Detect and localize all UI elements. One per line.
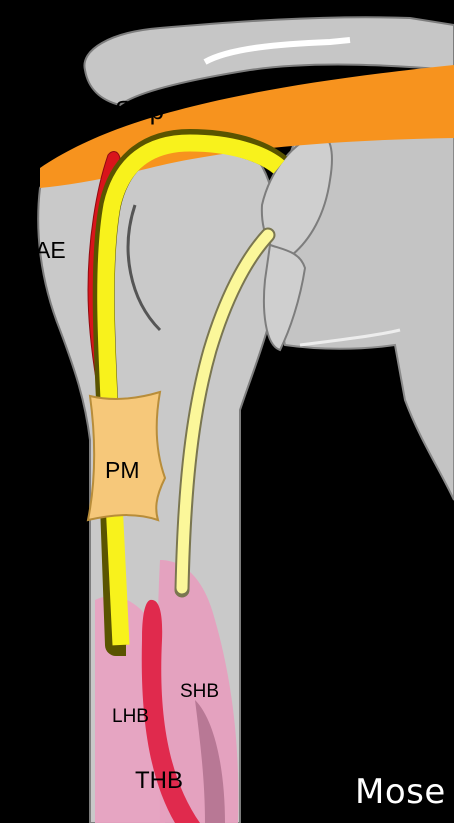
label-shb: SHB: [180, 681, 219, 702]
label-ssp: SSp: [115, 95, 164, 125]
pectoralis-major: [88, 392, 165, 520]
label-lhb: LHB: [112, 706, 149, 727]
label-thb: THB: [135, 767, 183, 794]
label-pm: PM: [105, 457, 140, 483]
credit-text: Mose: [355, 772, 446, 812]
label-ae: AE: [35, 237, 66, 263]
